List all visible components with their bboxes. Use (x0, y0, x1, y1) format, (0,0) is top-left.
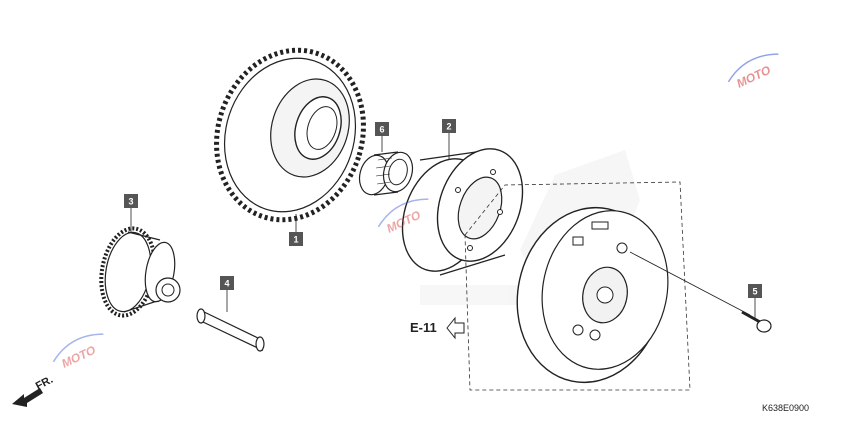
watermark-bottom-left: MOTO (52, 333, 104, 371)
callout-1: 1 (289, 232, 303, 246)
callout-5: 5 (748, 284, 762, 298)
callout-label-5: 5 (752, 287, 757, 297)
reduction-gear-shaft (196, 308, 265, 352)
callout-label-6: 6 (379, 125, 384, 135)
flywheel-bolt (629, 251, 772, 333)
flywheel-rotor (516, 206, 669, 384)
callout-label-3: 3 (128, 197, 133, 207)
callout-label-2: 2 (446, 122, 451, 132)
callout-label-4: 4 (224, 279, 229, 289)
callout-4: 4 (220, 276, 234, 290)
callout-3: 3 (124, 194, 138, 208)
callout-2: 2 (442, 119, 456, 133)
watermark-top-right: MOTO (727, 53, 779, 91)
starter-driven-gear (214, 47, 366, 223)
front-label: FR. (34, 374, 55, 393)
starter-reduction-gear (99, 226, 181, 318)
starter-clutch-outer (401, 148, 524, 276)
leader-lines (130, 133, 756, 318)
reference-arrow: E-11 (410, 316, 465, 340)
needle-bearing (358, 151, 414, 196)
callout-6: 6 (375, 122, 389, 136)
callout-label-1: 1 (293, 235, 298, 245)
diagram-code: K638E0900 (762, 403, 809, 413)
reference-label: E-11 (410, 320, 437, 335)
front-direction-indicator: FR. (12, 374, 55, 407)
assembly-outline (464, 181, 691, 391)
hollow-arrow-icon (446, 316, 465, 340)
front-arrow-icon (12, 388, 43, 407)
